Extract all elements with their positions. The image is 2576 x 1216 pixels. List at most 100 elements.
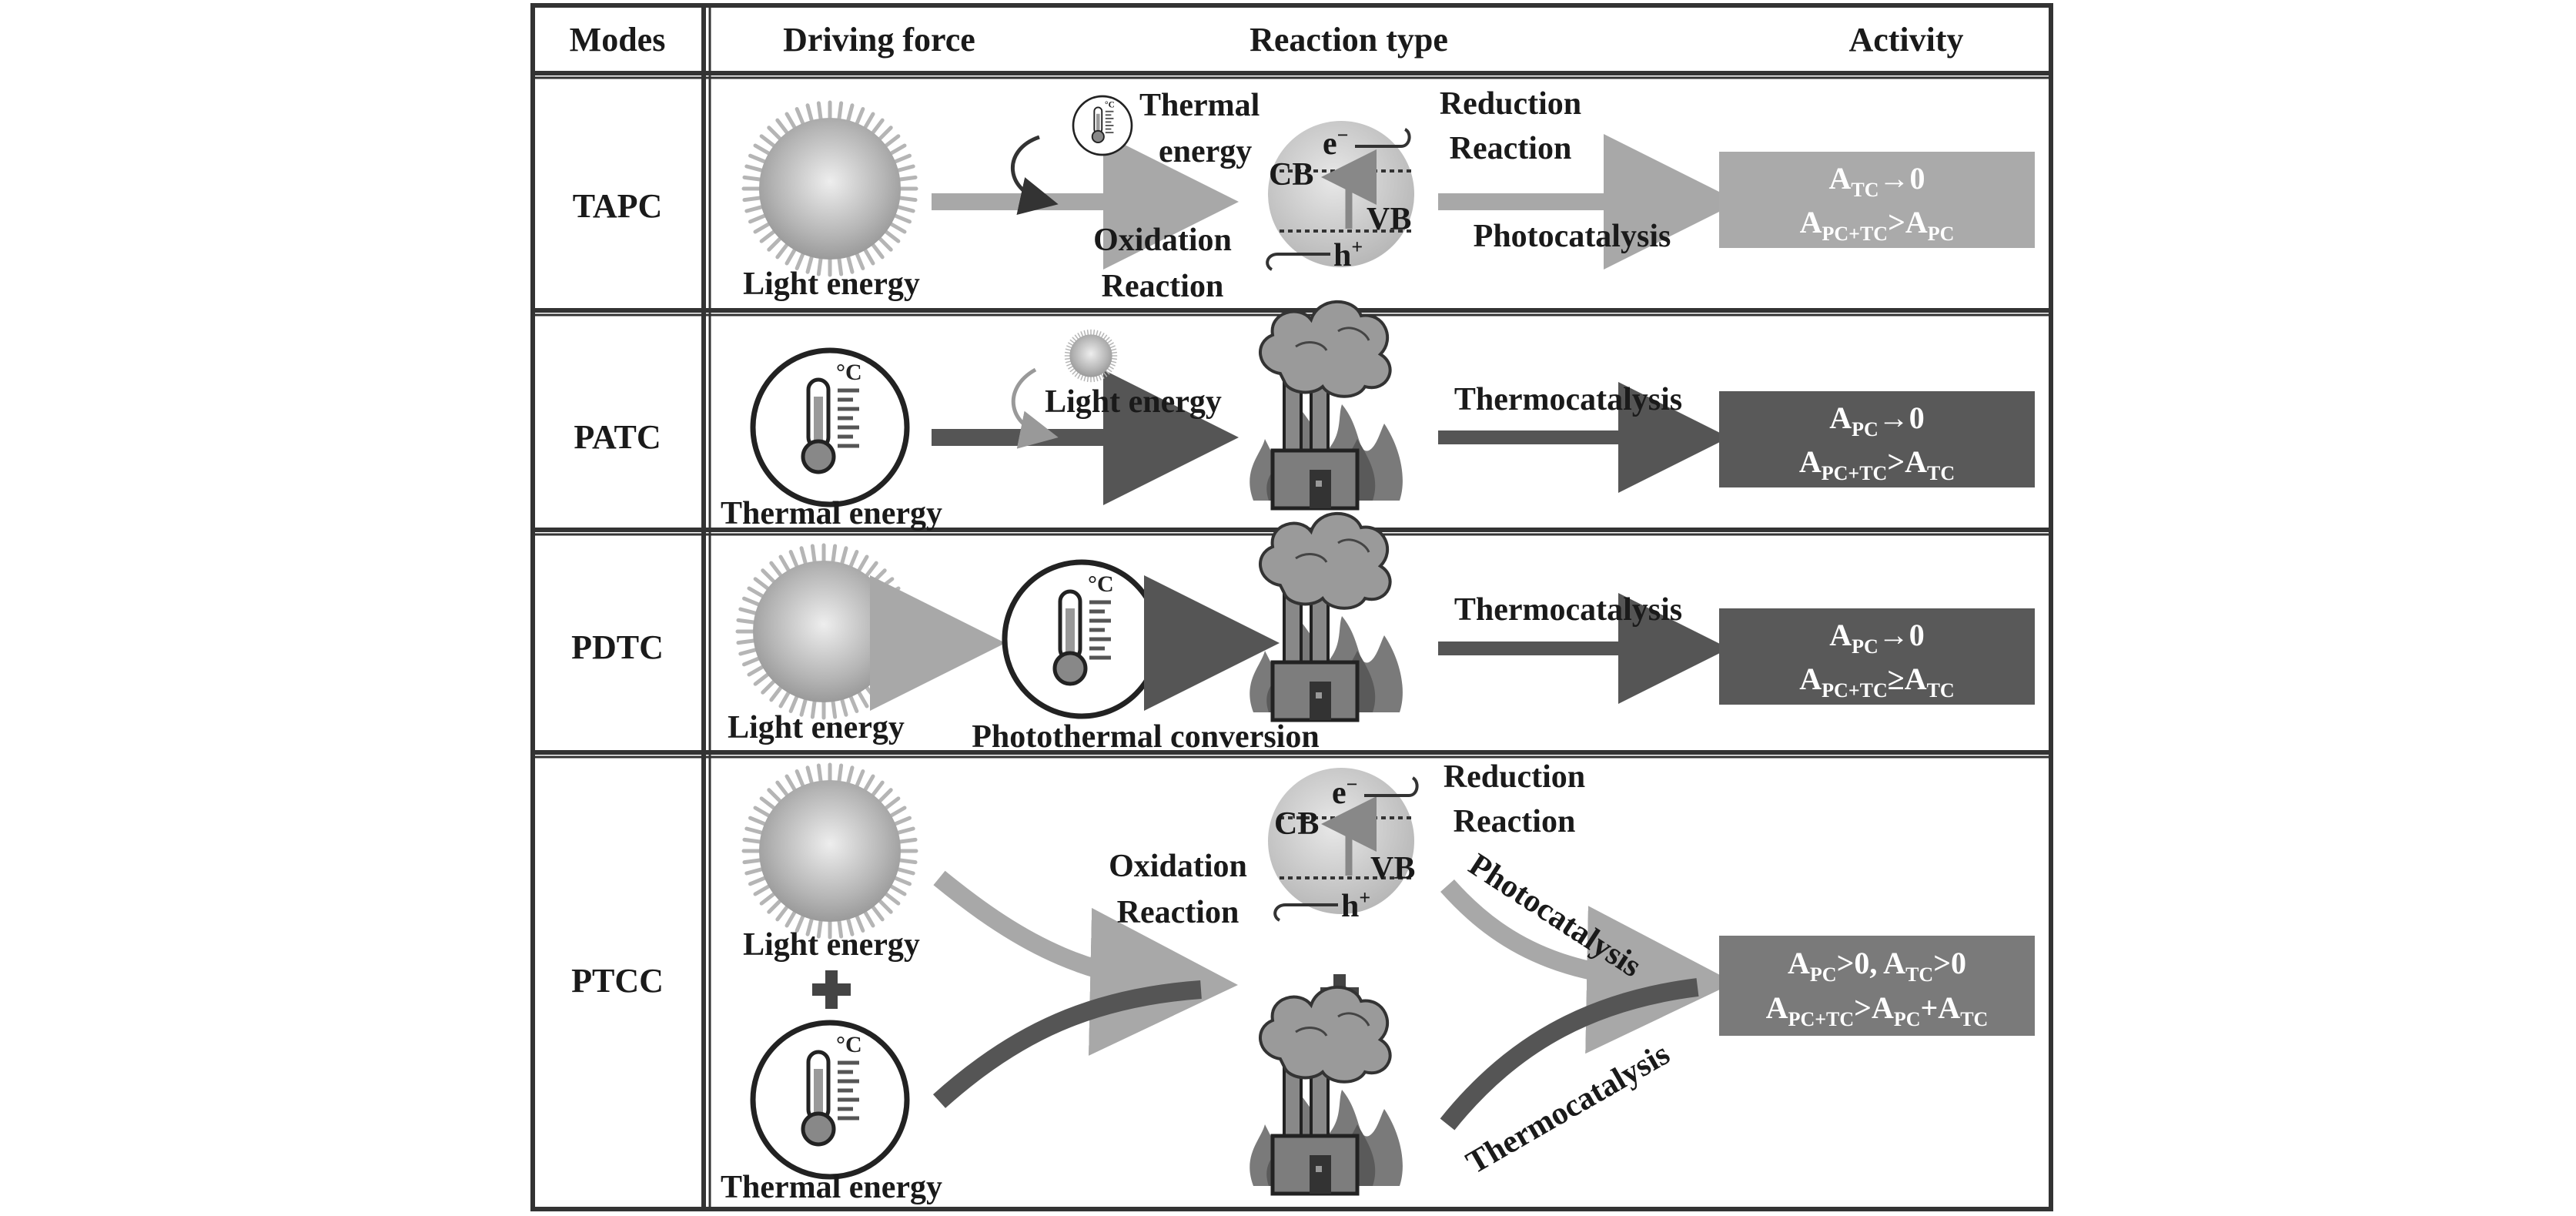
sun-ray — [888, 647, 909, 656]
sun-ray — [753, 883, 772, 896]
sun-ray — [738, 607, 759, 616]
sun-ray — [1074, 371, 1079, 377]
sun-ray — [870, 780, 885, 799]
sun-ray — [761, 568, 777, 585]
sun-ray — [753, 143, 772, 156]
oxidation-label-1: Oxidation — [1109, 849, 1247, 884]
sun-ray — [1083, 330, 1086, 337]
sun-ray — [736, 638, 758, 645]
row-ptcc: PTCC Light energy Thermal energy Oxidati… — [571, 759, 2035, 1205]
sun-ray — [848, 693, 859, 713]
sun-ray — [888, 806, 907, 819]
sun-ray — [816, 917, 823, 939]
electron-arrow — [1364, 776, 1419, 797]
sun-icon — [1064, 329, 1118, 383]
sun-ray — [896, 175, 918, 182]
light-energy-label: Light energy — [728, 710, 905, 745]
sun-ray — [1109, 345, 1116, 349]
sun-ray — [785, 909, 798, 928]
cb-label: CB — [1274, 806, 1319, 842]
sun-ray — [805, 103, 815, 124]
thermometer-icon — [753, 1023, 907, 1177]
oxidation-label-2: Reaction — [1102, 269, 1224, 304]
process-label: Photocatalysis — [1474, 219, 1671, 254]
sun-ray — [759, 134, 778, 149]
sun-ray — [744, 866, 765, 876]
sun-ray — [871, 568, 887, 585]
sun-ray — [895, 204, 915, 213]
sun-ray — [1102, 371, 1108, 377]
sun-ray — [862, 909, 875, 928]
oxidation-label-1: Oxidation — [1093, 223, 1232, 258]
factory-fire-icon — [1250, 302, 1403, 508]
sun-ray — [1083, 375, 1086, 382]
thermometer-icon — [753, 350, 907, 504]
sun-ray — [882, 664, 901, 677]
sun-ray — [856, 554, 869, 574]
sun-ray — [862, 246, 875, 266]
sun-ray — [1069, 339, 1076, 344]
sun-ray — [882, 229, 901, 243]
electron-arrow — [1355, 128, 1411, 148]
sun-ray — [775, 780, 790, 799]
sun-ray — [882, 586, 901, 599]
sun-ray — [1096, 330, 1099, 337]
sun-ray — [747, 664, 766, 677]
sun-ray — [885, 655, 905, 667]
sun-ray — [895, 164, 915, 173]
table-grid — [530, 3, 2053, 1211]
oxidation-label-2: Reaction — [1117, 895, 1239, 930]
sun-ray — [778, 689, 791, 708]
reduction-label-2: Reaction — [1450, 131, 1572, 166]
activity-line-2: APC+TC>APC+ATC — [1766, 990, 1989, 1030]
sun-ray — [896, 196, 918, 203]
sun-ray — [795, 913, 806, 933]
header-driving-force: Driving force — [783, 21, 975, 59]
sun-ray — [1098, 331, 1102, 337]
factory-fire-icon — [1250, 514, 1403, 720]
sun-ray — [769, 561, 784, 579]
sun-ray — [788, 550, 800, 570]
light-energy-label: Light energy — [1045, 384, 1222, 420]
sun-ray — [877, 236, 893, 252]
thermal-label-2: energy — [1159, 134, 1252, 169]
sun-ray — [837, 917, 844, 939]
sun-ray — [1100, 333, 1105, 339]
sun-ray — [753, 806, 772, 819]
sun-ray — [870, 241, 885, 260]
sun-ray — [805, 253, 815, 274]
sun-ray — [864, 684, 878, 702]
electron-label: e− — [1332, 773, 1357, 811]
sun-ray — [744, 164, 765, 173]
sun-ray — [882, 891, 901, 906]
sun-ray — [882, 134, 901, 149]
sun-ray — [1080, 374, 1084, 380]
thermocatalysis-curve-arrow — [1440, 978, 1699, 1131]
factory-fire-icon — [1250, 987, 1403, 1194]
sun-ray — [747, 586, 766, 599]
sun-ray — [1066, 363, 1072, 367]
sun-ray — [767, 898, 783, 914]
sun-ray — [1096, 375, 1099, 382]
sun-ray — [742, 596, 762, 608]
sun-ray — [1068, 342, 1074, 347]
hole-label: h+ — [1333, 236, 1363, 273]
sun-ray — [736, 618, 758, 625]
process-label: Thermocatalysis — [1454, 382, 1682, 417]
sun-ray — [742, 655, 762, 667]
header-reaction-type: Reaction type — [1250, 21, 1448, 59]
sun-ray — [761, 678, 777, 695]
sun-ray — [1110, 348, 1117, 351]
thermal-energy-label: Thermal energy — [721, 1170, 942, 1205]
sun-ray — [785, 774, 798, 793]
activity-box — [1719, 936, 2035, 1036]
header-activity: Activity — [1848, 21, 1963, 59]
sun-ray — [742, 175, 764, 182]
header-modes: Modes — [570, 21, 666, 59]
electron-label: e− — [1323, 124, 1348, 162]
sun-ray — [1077, 373, 1082, 379]
sun-ray — [1086, 376, 1089, 383]
sun-ray — [753, 672, 771, 686]
sun-ray — [890, 618, 912, 625]
sun-ray — [895, 826, 915, 836]
